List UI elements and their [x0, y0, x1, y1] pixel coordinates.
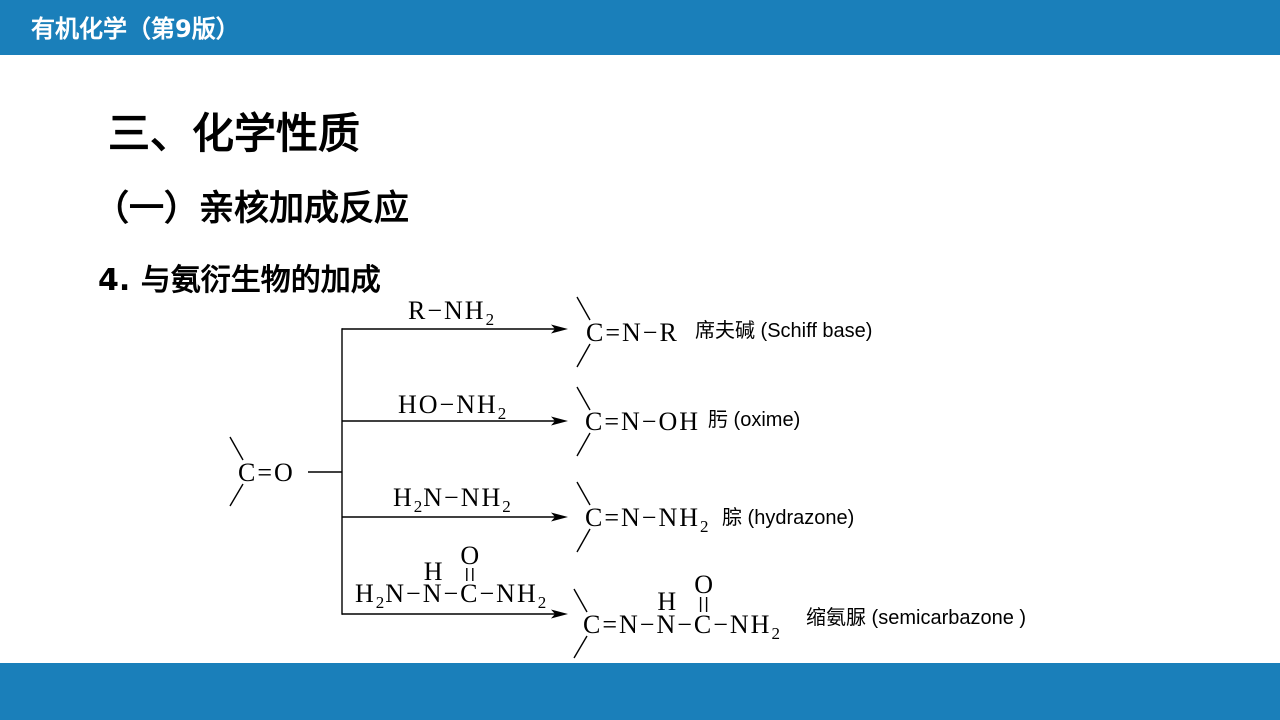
product-name: 腙 (hydrazone): [722, 506, 854, 529]
bond-line: [573, 588, 588, 613]
bond-line: [573, 635, 588, 659]
product-structure: C=N−NH2: [576, 481, 710, 553]
product-structure: C=N−R: [576, 296, 679, 368]
reagent-formula: R−NH2: [408, 296, 495, 329]
product-formula: C=N−R: [586, 318, 679, 347]
formula-segment: C=N−NH: [585, 503, 700, 532]
subscript: 2: [700, 517, 710, 536]
reactant-formula: C=O: [238, 458, 295, 487]
carbonyl-double-bond: [466, 568, 474, 581]
formula-segment: N−NH: [423, 483, 502, 512]
footer-bar: [0, 663, 1280, 720]
product-name: 肟 (oxime): [708, 409, 800, 431]
product-formula: C=N−OH: [585, 407, 700, 436]
reaction-branch-schiff-base: R−NH2 C=N−R 席夫碱 (Schiff base): [342, 296, 872, 368]
formula-segment: HO−NH: [398, 390, 498, 419]
product-name: 席夫碱 (Schiff base): [695, 319, 872, 342]
bond-line: [229, 436, 244, 461]
arrowhead: [551, 416, 568, 426]
bond-line: [576, 386, 591, 411]
carbonyl-oxygen-atom: O: [694, 570, 713, 599]
reagent-formula: HO−NH2: [398, 390, 507, 423]
course-title: 有机化学（第9版）: [31, 15, 240, 43]
n-hydrogen-atom: H: [424, 557, 443, 586]
product-formula: C=N−N−C−NH2: [583, 610, 781, 643]
bond-line: [576, 432, 591, 457]
bond-line: [576, 528, 591, 553]
carbonyl-double-bond: [699, 597, 708, 612]
formula-segment: H: [355, 579, 376, 608]
subscript: 2: [538, 593, 548, 612]
carbonyl-reactant: C=O: [229, 436, 295, 507]
bond-line: [229, 483, 244, 507]
reaction-arrow: [342, 609, 568, 619]
subscript: 2: [486, 310, 496, 329]
bond-line: [576, 481, 591, 506]
header-bar: 有机化学（第9版）: [0, 0, 1280, 55]
product-structure: C=N−OH: [576, 386, 700, 457]
subscript: 2: [376, 593, 386, 612]
subscript: 2: [771, 624, 781, 643]
reaction-arrow: [342, 324, 568, 334]
subscript: 2: [498, 404, 508, 423]
subscript: 2: [502, 497, 512, 516]
formula-segment: H: [393, 483, 414, 512]
formula-segment: R−NH: [408, 296, 486, 325]
product-structure: C=N−N−C−NH2 H O: [573, 570, 781, 659]
product-formula: C=N−NH2: [585, 503, 710, 536]
arrowhead: [551, 609, 568, 619]
reagent-formula: H2N−NH2: [393, 483, 512, 516]
bond-line: [576, 296, 591, 321]
formula-segment: C=N−N−C−NH: [583, 610, 771, 639]
n-hydrogen-atom: H: [657, 587, 676, 616]
reaction-arrow: [342, 416, 568, 426]
slide-subheading: （一）亲核加成反应: [94, 189, 410, 229]
subscript: 2: [414, 497, 424, 516]
section-title: 4. 与氨衍生物的加成: [98, 263, 381, 298]
bond-line: [576, 343, 591, 368]
formula-segment: N−N−C−NH: [385, 579, 537, 608]
reaction-branch-semicarbazone: H2N−N−C−NH2 H O C=N−N−C−NH2 H O 缩氨脲 (sem…: [342, 541, 1026, 659]
arrowhead: [551, 512, 568, 522]
carbonyl-oxygen-atom: O: [460, 541, 479, 570]
reaction-branch-oxime: HO−NH2 C=N−OH 肟 (oxime): [342, 386, 800, 457]
reagent-structure: H2N−N−C−NH2 H O: [355, 541, 547, 612]
product-name: 缩氨脲 (semicarbazone ): [806, 606, 1026, 629]
reagent-formula: H2N−N−C−NH2: [355, 579, 547, 612]
reaction-arrow: [342, 512, 568, 522]
reaction-branch-hydrazone: H2N−NH2 C=N−NH2 腙 (hydrazone): [342, 481, 854, 553]
slide-heading: 三、化学性质: [108, 109, 361, 158]
arrowhead: [551, 324, 568, 334]
